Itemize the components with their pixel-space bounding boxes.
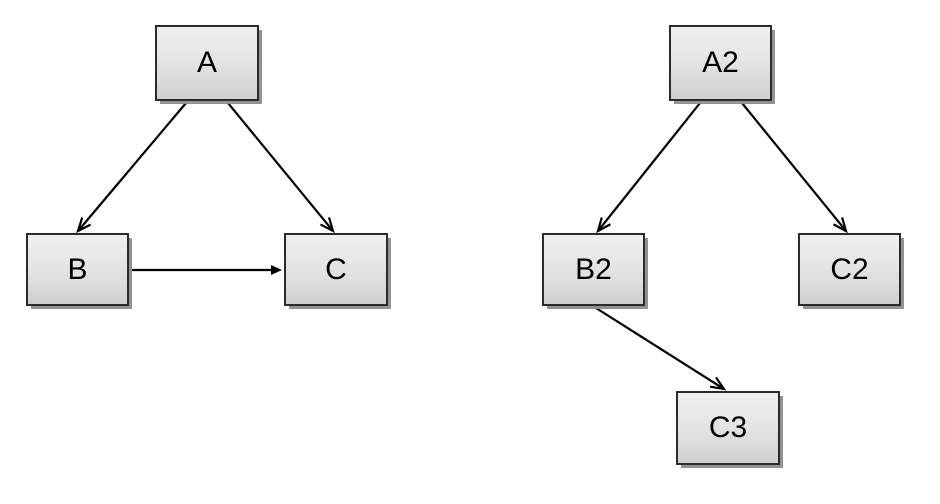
- node-label: A2: [702, 46, 739, 79]
- arrowhead-open: [709, 376, 727, 391]
- edge-b-to-c: [131, 265, 282, 275]
- edge-line: [227, 102, 333, 231]
- edge-line: [78, 102, 187, 231]
- node-label: B: [67, 252, 88, 286]
- node-label: A: [196, 46, 217, 79]
- node-label: B2: [575, 252, 612, 286]
- edge-line: [595, 307, 724, 390]
- arrowhead-open: [833, 217, 848, 234]
- node-b[interactable]: B: [26, 233, 129, 306]
- edge-line: [741, 102, 846, 231]
- edge-b2-to-c3: [595, 307, 727, 391]
- arrowhead-open: [596, 217, 611, 234]
- node-label: C: [325, 252, 347, 286]
- node-c3[interactable]: C3: [676, 391, 780, 465]
- node-a[interactable]: A: [155, 25, 259, 101]
- node-c2[interactable]: C2: [798, 233, 901, 306]
- node-c[interactable]: C: [284, 233, 388, 306]
- arrowhead-filled: [271, 265, 282, 275]
- arrowhead-open: [76, 217, 92, 234]
- edge-a2-to-c2: [741, 102, 848, 234]
- edge-line: [598, 102, 701, 231]
- edge-a-to-c: [227, 102, 335, 234]
- edge-a2-to-b2: [596, 102, 701, 234]
- edge-a-to-b: [76, 102, 187, 234]
- node-label: C2: [830, 252, 869, 286]
- node-a2[interactable]: A2: [669, 25, 772, 101]
- arrowhead-open: [319, 217, 335, 234]
- node-b2[interactable]: B2: [542, 233, 645, 306]
- node-label: C3: [708, 411, 748, 444]
